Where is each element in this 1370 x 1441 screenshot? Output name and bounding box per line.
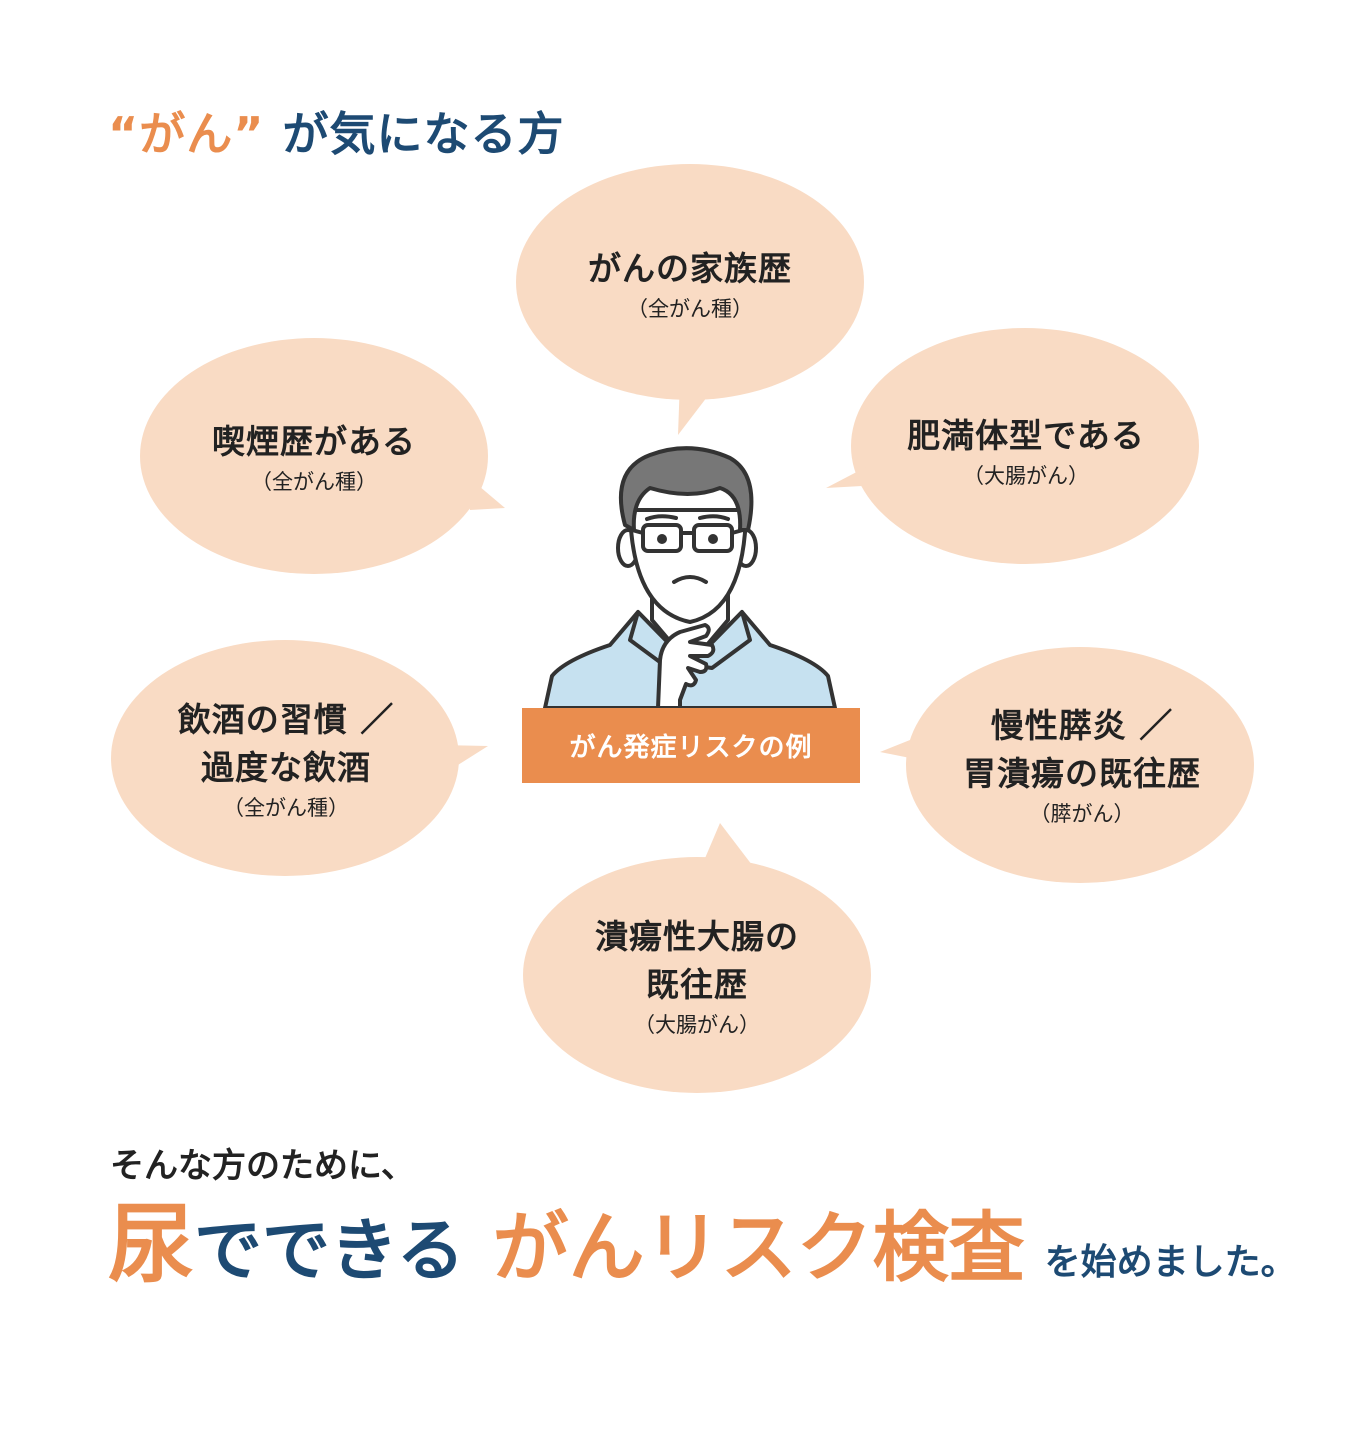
bubble-tail-top bbox=[678, 380, 720, 435]
bubble-text-obesity: 肥満体型である （大腸がん） bbox=[856, 412, 1196, 492]
bubble-sub: （膵がん） bbox=[1029, 802, 1135, 826]
bubble-main: 肥満体型である bbox=[907, 416, 1145, 455]
bubble-text-smoking: 喫煙歴がある （全がん種） bbox=[144, 418, 484, 498]
bubble-family-history bbox=[516, 164, 864, 400]
bubble-main: 喫煙歴がある bbox=[212, 422, 416, 461]
bubble-main-2: 過度な飲酒 bbox=[201, 748, 371, 787]
bubble-main-2: 胃潰瘍の既往歴 bbox=[963, 754, 1201, 793]
bubble-smoking bbox=[140, 338, 488, 574]
title-accent: “がん” bbox=[108, 107, 265, 161]
bubble-obesity bbox=[851, 328, 1199, 564]
bubble-main-1: 飲酒の習慣 ／ bbox=[177, 700, 395, 739]
mouth bbox=[672, 575, 708, 584]
page-title: “がん” が気になる方 bbox=[108, 98, 564, 164]
bubble-tail-obesity bbox=[826, 465, 880, 488]
bubble-alcohol bbox=[111, 640, 459, 876]
headline-part2: でできる bbox=[194, 1212, 465, 1291]
hand bbox=[656, 623, 716, 710]
bubble-main-1: 慢性膵炎 ／ bbox=[990, 706, 1174, 745]
bubble-text-colitis: 潰瘍性大腸の 既往歴 （大腸がん） bbox=[527, 913, 867, 1041]
man-illustration bbox=[543, 446, 837, 710]
bubble-text-family-history: がんの家族歴 （全がん種） bbox=[520, 245, 860, 325]
bubble-sub: （全がん種） bbox=[627, 297, 753, 321]
bubble-tail-alcohol bbox=[440, 745, 488, 770]
bubble-sub: （全がん種） bbox=[223, 796, 349, 820]
headline-part4: を始めました。 bbox=[1044, 1242, 1297, 1283]
bubble-sub: （大腸がん） bbox=[963, 464, 1089, 488]
hair bbox=[618, 446, 754, 532]
footer-headline: 尿でできるがんリスク検査を始めました。 bbox=[108, 1195, 1297, 1319]
bubble-sub: （大腸がん） bbox=[634, 1013, 760, 1037]
glasses-icon bbox=[630, 523, 745, 553]
bubble-text-pancreatitis: 慢性膵炎 ／ 胃潰瘍の既往歴 （膵がん） bbox=[912, 702, 1252, 830]
headline-part3: がんリスク検査 bbox=[492, 1203, 1025, 1292]
bubble-main-1: 潰瘍性大腸の bbox=[595, 917, 799, 956]
footer-lead: そんな方のために、 bbox=[110, 1146, 415, 1186]
headline-part1: 尿 bbox=[108, 1195, 194, 1295]
bubble-colitis bbox=[523, 857, 871, 1093]
bubble-main: がんの家族歴 bbox=[588, 249, 792, 288]
bubble-text-alcohol: 飲酒の習慣 ／ 過度な飲酒 （全がん種） bbox=[116, 696, 456, 824]
title-rest: が気になる方 bbox=[282, 107, 565, 161]
bubble-tail-smoking bbox=[460, 470, 505, 510]
center-label: がん発症リスクの例 bbox=[522, 708, 860, 783]
bubble-tail-pancreatitis bbox=[880, 738, 920, 760]
bubble-tail-colitis bbox=[700, 823, 752, 870]
bubble-main-2: 既往歴 bbox=[646, 965, 748, 1004]
bubble-sub: （全がん種） bbox=[251, 470, 377, 494]
bubble-pancreatitis bbox=[906, 647, 1254, 883]
